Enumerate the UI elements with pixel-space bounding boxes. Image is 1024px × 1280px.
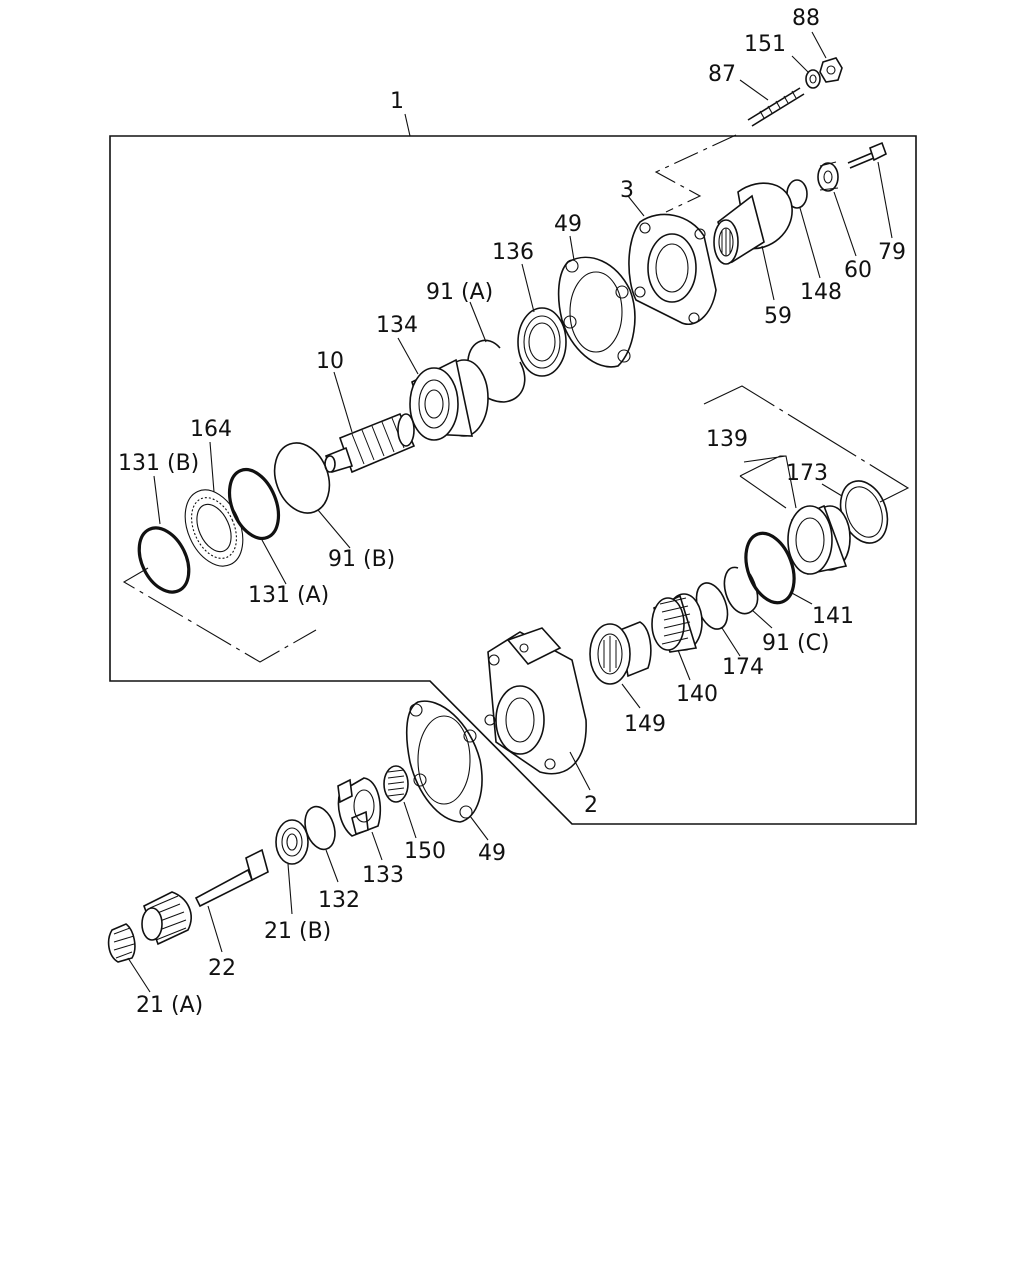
leader-134	[397, 337, 419, 375]
shaft-10	[324, 412, 416, 474]
leader-140	[677, 649, 691, 681]
bearing-21a	[107, 923, 136, 963]
leader-21a	[127, 957, 151, 993]
bolt-79	[847, 141, 887, 169]
leader-3	[627, 195, 645, 217]
label-22: 22	[208, 956, 236, 981]
label-2: 2	[584, 793, 598, 818]
label-59: 59	[764, 304, 792, 329]
leader-22	[207, 905, 223, 953]
label-141: 141	[812, 604, 854, 629]
ring-131b	[137, 526, 191, 594]
leader-150	[403, 801, 417, 839]
label-132: 132	[318, 888, 360, 913]
leader-151	[791, 55, 809, 73]
case-2	[484, 627, 587, 775]
label-88: 88	[792, 6, 820, 31]
label-136: 136	[492, 240, 534, 265]
ring-131a	[227, 468, 281, 540]
leader-60	[833, 191, 857, 257]
label-134: 134	[376, 313, 418, 338]
clutch-hub-133	[337, 777, 382, 837]
leader-173	[821, 483, 843, 497]
label-133: 133	[362, 863, 404, 888]
label-79: 79	[878, 240, 906, 265]
gasket-49-lower	[405, 700, 483, 823]
leader-131b	[153, 475, 161, 525]
leader-164	[209, 441, 215, 493]
leader-91b	[317, 509, 351, 549]
housing-3	[628, 213, 717, 325]
leader-1	[404, 113, 411, 137]
sleeve-149	[589, 621, 652, 685]
assembly-dashed-line-1	[654, 134, 737, 213]
label-21b: 21 (B)	[264, 919, 331, 944]
leader-88	[811, 31, 827, 59]
assembly-dashed-line-2	[122, 567, 317, 663]
leader-91a	[469, 301, 487, 343]
label-1: 1	[390, 89, 404, 114]
leader-10	[333, 371, 353, 433]
label-131b: 131 (B)	[118, 451, 199, 476]
label-139: 139	[706, 427, 748, 452]
leader-87	[739, 79, 769, 101]
label-174: 174	[722, 655, 764, 680]
label-151: 151	[744, 32, 786, 57]
bearing-21b	[275, 819, 309, 865]
label-10: 10	[316, 349, 344, 374]
label-49-lower: 49	[478, 841, 506, 866]
washer-151	[805, 69, 821, 89]
leader-139	[739, 455, 797, 509]
label-60: 60	[844, 258, 872, 283]
leader-141	[789, 591, 813, 605]
leader-59	[761, 245, 775, 301]
nut-88	[819, 57, 843, 83]
leader-174	[721, 627, 741, 657]
ring-91b	[273, 442, 331, 514]
leader-2	[569, 751, 591, 791]
sub-assembly-139-bracket	[703, 385, 910, 503]
label-149: 149	[624, 712, 666, 737]
bearing-race-139	[787, 504, 851, 575]
label-49-upper: 49	[554, 212, 582, 237]
ring-141	[744, 531, 796, 605]
bearing-140	[651, 593, 703, 653]
gear-shaft-22	[141, 848, 269, 946]
bearing-134	[409, 358, 489, 441]
leader-49-lower	[469, 815, 489, 841]
leader-91c	[751, 609, 773, 629]
label-91c: 91 (C)	[762, 631, 830, 656]
leader-132	[325, 849, 339, 883]
leader-149	[621, 683, 641, 709]
sleeve-59	[713, 182, 793, 265]
leader-136	[521, 263, 535, 313]
label-173: 173	[786, 461, 828, 486]
label-148: 148	[800, 280, 842, 305]
label-91a: 91 (A)	[426, 280, 493, 305]
leader-133	[371, 831, 383, 861]
label-21a: 21 (A)	[136, 993, 203, 1018]
label-164: 164	[190, 417, 232, 442]
gasket-49-upper	[557, 256, 636, 368]
leader-148	[799, 207, 821, 279]
needle-bearing-164	[184, 489, 244, 567]
label-87: 87	[708, 62, 736, 87]
oil-seal-136	[517, 307, 567, 377]
snap-ring-91c	[723, 566, 759, 615]
leader-79	[877, 161, 893, 239]
leader-21b	[287, 863, 293, 915]
washer-60	[817, 161, 839, 192]
stud-87	[747, 87, 805, 127]
leader-131a	[261, 539, 287, 585]
label-140: 140	[676, 682, 718, 707]
needle-bearing-150	[383, 765, 409, 803]
label-131a: 131 (A)	[248, 583, 329, 608]
assembly-1-outline	[109, 135, 917, 825]
label-91b: 91 (B)	[328, 547, 395, 572]
label-150: 150	[404, 839, 446, 864]
label-3: 3	[620, 178, 634, 203]
leader-49-upper	[569, 235, 575, 261]
